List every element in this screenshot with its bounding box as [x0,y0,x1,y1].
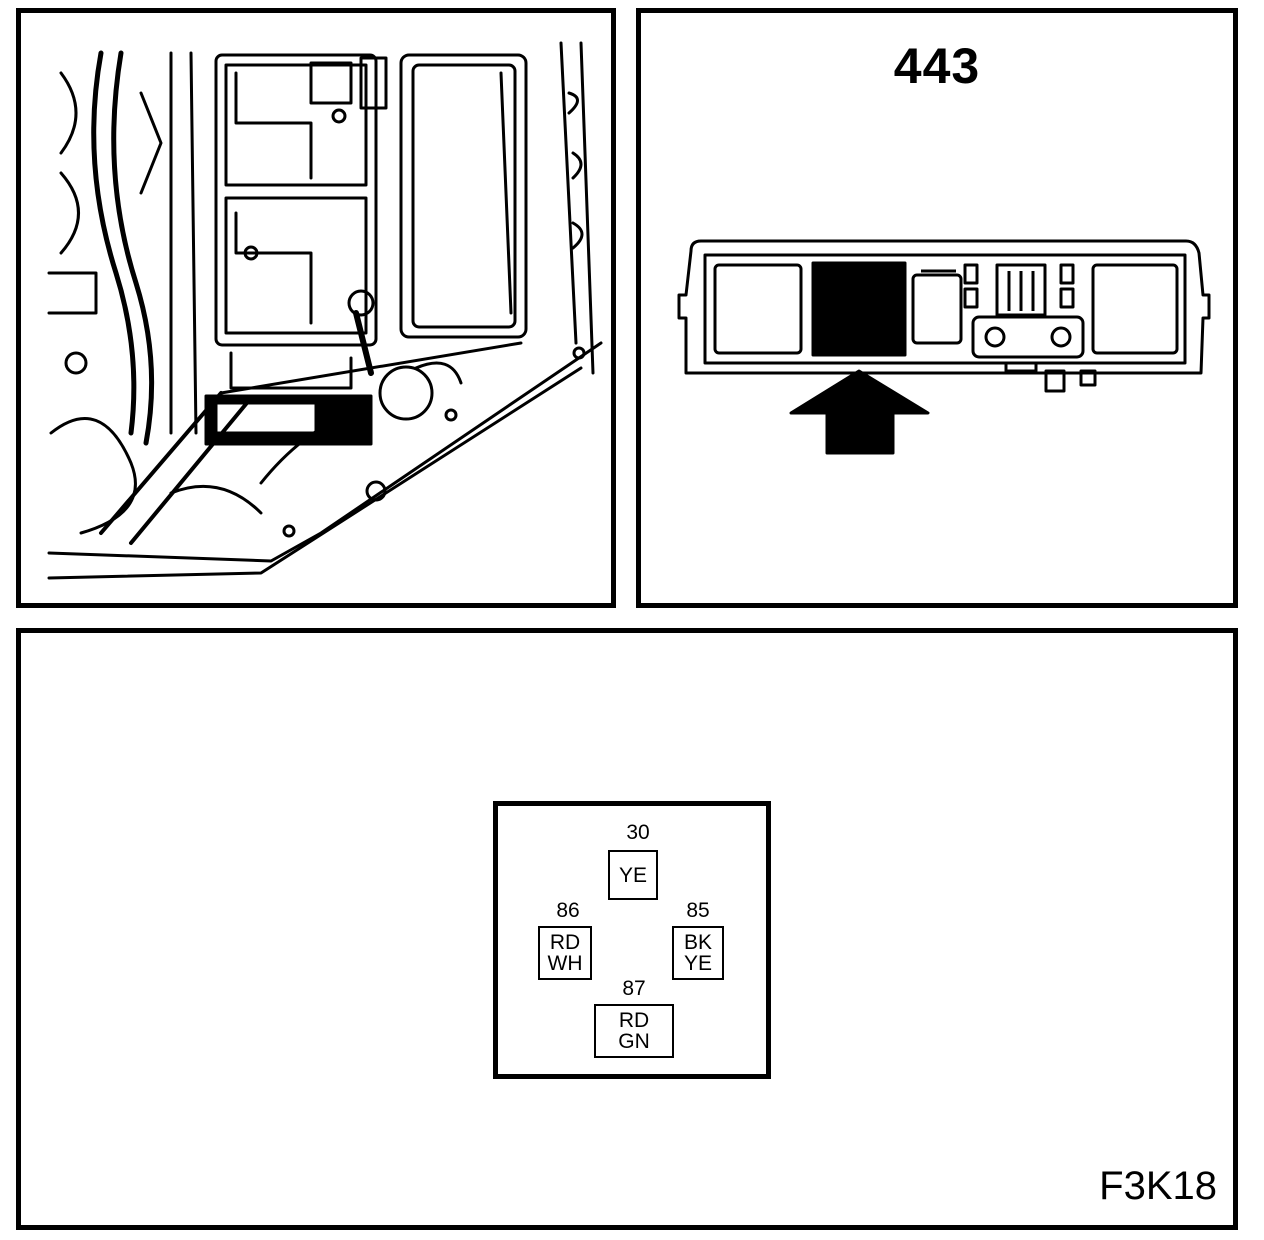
relay-pinout-diagram: 30 YE 86 RD WH 85 BK YE 87 RD GN [493,801,771,1079]
relay-pinout-panel: 30 YE 86 RD WH 85 BK YE 87 RD GN F3K18 [16,628,1238,1230]
pin-85-wire-color-1: BK [683,931,712,954]
figure-code: F3K18 [1099,1164,1217,1208]
pin-85-wire-color-2: YE [683,952,712,975]
pin-30-terminal: YE [608,850,658,900]
pin-86-number: 86 [556,899,580,922]
pin-30-number: 30 [626,821,650,844]
pin-87-number: 87 [622,977,646,1000]
pin-30-wire-color: YE [618,863,647,887]
pin-85-terminal: BK YE [672,926,724,980]
engine-bay-illustration-panel [16,8,616,608]
pin-86-terminal: RD WH [538,926,592,980]
pin-87-terminal: RD GN [594,1004,674,1058]
engine-bay-drawing [47,41,603,580]
component-number: 443 [893,38,981,94]
fuse-box-drawing [677,239,1211,455]
pin-87-wire-color-1: RD [618,1009,650,1032]
pin-85-number: 85 [686,899,710,922]
pin-86-wire-color-1: RD [549,931,581,954]
fuse-box-panel: 443 [636,8,1238,608]
pin-86-wire-color-2: WH [547,952,583,975]
pin-87-wire-color-2: GN [618,1030,650,1053]
